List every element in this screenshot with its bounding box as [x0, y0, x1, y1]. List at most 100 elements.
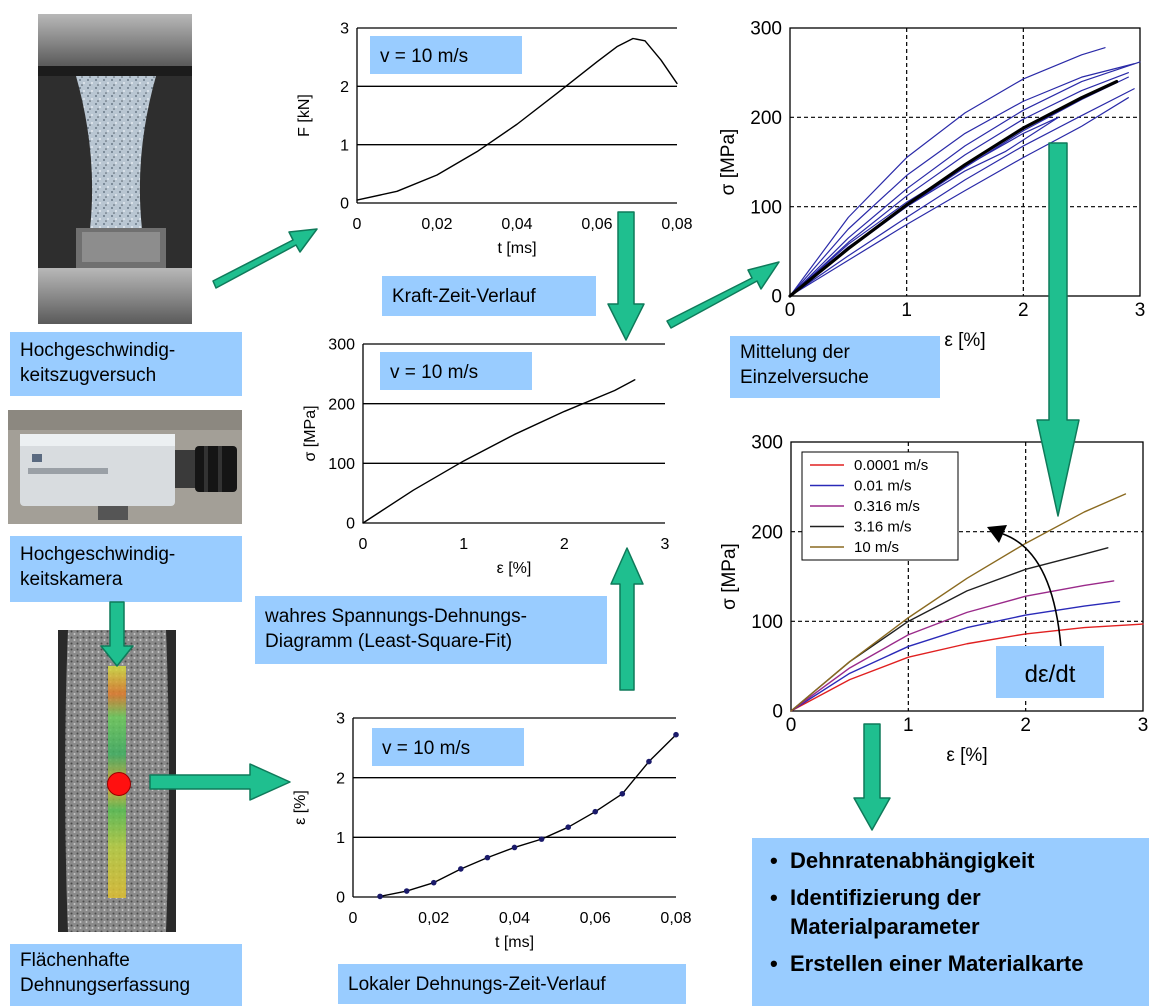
- data-point: [673, 731, 679, 738]
- y-tick-label: 0: [346, 516, 355, 533]
- y-tick-label: 2: [336, 770, 345, 787]
- x-axis-title: t [ms]: [495, 934, 534, 951]
- series-line: [788, 79, 1119, 298]
- x-tick-label: 0: [349, 910, 358, 927]
- legend-label: 3.16 m/s: [854, 519, 912, 536]
- y-tick-label: 3: [336, 711, 345, 728]
- y-tick-label: 0: [340, 196, 349, 213]
- y-tick-label: 300: [328, 337, 355, 354]
- data-point: [484, 854, 491, 861]
- data-point: [511, 844, 518, 851]
- x-tick-label: 2: [1018, 300, 1029, 321]
- data-point: [403, 888, 410, 894]
- y-tick-label: 2: [340, 79, 349, 96]
- averaging-label: Mittelung der Einzelversuche: [730, 336, 940, 398]
- measurement-point-marker: [107, 772, 131, 796]
- y-tick-label: 300: [750, 19, 782, 40]
- x-tick-label: 1: [903, 715, 914, 736]
- true-stress-strain-label: wahres Spannungs-Dehnungs- Diagramm (Lea…: [255, 596, 607, 664]
- y-axis-title: σ [MPa]: [718, 129, 739, 196]
- series-line: [790, 493, 1127, 712]
- plot-frame: [790, 441, 1144, 712]
- data-point: [538, 836, 545, 842]
- series-line: [790, 623, 1144, 712]
- x-tick-label: 3: [1138, 715, 1149, 736]
- x-tick-label: 0,02: [418, 910, 449, 927]
- local-strain-time-label: Lokaler Dehnungs-Zeit-Verlauf: [338, 964, 686, 1004]
- x-tick-label: 0: [353, 216, 362, 233]
- x-tick-label: 1: [901, 300, 912, 321]
- tensile-specimen-photo: [38, 14, 192, 324]
- series-line: [790, 600, 1121, 712]
- legend-label: 0.01 m/s: [854, 478, 912, 495]
- arrow-marker-to-local: [149, 763, 291, 801]
- arrow-camera-to-strain: [100, 601, 134, 667]
- x-tick-label: 0,06: [581, 216, 612, 233]
- x-axis-title: ε [%]: [497, 560, 532, 577]
- y-tick-label: 300: [751, 433, 783, 454]
- data-point: [458, 866, 464, 872]
- y-tick-label: 0: [336, 890, 345, 907]
- x-tick-label: 0,06: [580, 910, 611, 927]
- series-line: [789, 97, 1129, 297]
- y-axis-title: σ [MPa]: [302, 405, 319, 461]
- legend-label: 10 m/s: [854, 539, 899, 556]
- data-point: [619, 790, 626, 797]
- y-tick-label: 100: [328, 456, 355, 473]
- data-point: [592, 808, 599, 815]
- x-axis-title: t [ms]: [497, 240, 536, 257]
- arrow-stress-to-averaging: [666, 261, 780, 329]
- series-line: [789, 63, 1135, 297]
- rate-arrow-line: [1002, 533, 1062, 649]
- series-line: [379, 734, 677, 898]
- arrow-photo-to-force: [212, 228, 318, 289]
- series-line: [789, 61, 1141, 297]
- y-tick-label: 100: [751, 612, 783, 633]
- y-tick-label: 0: [772, 702, 783, 723]
- x-tick-label: 0: [785, 300, 796, 321]
- y-tick-label: 200: [328, 396, 355, 413]
- y-tick-label: 1: [340, 137, 349, 154]
- y-tick-label: 1: [336, 830, 345, 847]
- velocity-annotation-box: [380, 352, 532, 390]
- data-point: [646, 758, 652, 765]
- x-tick-label: 0: [359, 536, 368, 553]
- velocity-annotation: v = 10 m/s: [380, 46, 468, 67]
- plot-frame: [789, 27, 1141, 297]
- arrow-force-to-stress: [607, 211, 645, 341]
- velocity-annotation: v = 10 m/s: [390, 362, 478, 383]
- x-tick-label: 0,02: [421, 216, 452, 233]
- legend-label: 0.316 m/s: [854, 498, 920, 515]
- y-tick-label: 0: [771, 287, 782, 308]
- data-point: [377, 893, 383, 900]
- y-tick-label: 200: [751, 522, 783, 543]
- arrow-local-to-stress: [610, 547, 644, 691]
- series-line: [790, 580, 1115, 712]
- tensile-test-label: Hochgeschwindig- keitszugversuch: [10, 332, 242, 396]
- velocity-annotation-box: [370, 36, 522, 74]
- y-axis-title: ε [%]: [292, 790, 309, 825]
- x-tick-label: 0: [786, 715, 797, 736]
- series-line: [789, 47, 1106, 297]
- legend-label: 0.0001 m/s: [854, 457, 928, 474]
- data-point: [565, 824, 571, 830]
- y-tick-label: 200: [750, 108, 782, 129]
- surface-strain-label: Flächenhafte Dehnungserfassung: [10, 944, 242, 1006]
- series-line: [356, 37, 678, 201]
- rate-annotation-box: [996, 646, 1104, 698]
- x-tick-label: 3: [1135, 300, 1146, 321]
- force-time-label: Kraft-Zeit-Verlauf: [382, 276, 596, 316]
- rate-annotation: dε/dt: [1025, 661, 1076, 688]
- x-tick-label: 1: [459, 536, 468, 553]
- rate-arrow-head: [987, 525, 1007, 543]
- x-tick-label: 2: [560, 536, 569, 553]
- summary-box: • Dehnratenabhängigkeit • Identifizierun…: [752, 838, 1149, 1006]
- x-tick-label: 2: [1020, 715, 1031, 736]
- velocity-annotation-box: [372, 728, 524, 766]
